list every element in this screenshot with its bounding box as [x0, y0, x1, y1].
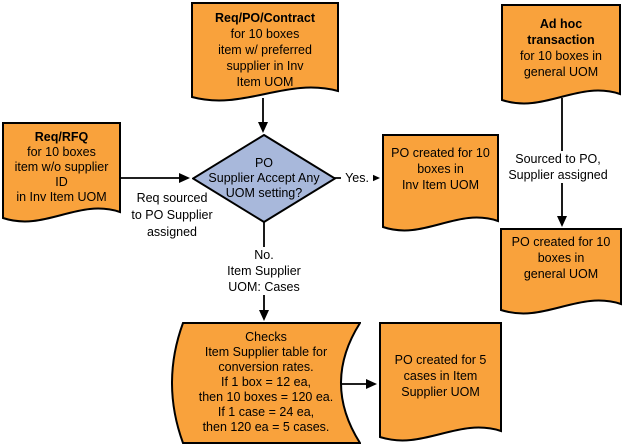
document-shape: [501, 4, 621, 105]
node-ad-hoc-transaction: Ad hoc transaction for 10 boxes in gener…: [501, 4, 621, 108]
node-title: Req/RFQ: [34, 130, 89, 144]
label-req-sourced: Req sourced to PO Supplier assigned: [131, 191, 213, 239]
node-req-rfq: Req/RFQ for 10 boxes item w/o supplier I…: [2, 122, 121, 226]
node-title: Req/PO/Contract: [214, 11, 315, 25]
node-body: PO created for 10 boxes in general UOM: [511, 235, 611, 281]
document-shape: [191, 2, 339, 102]
document-shape: [379, 322, 502, 442]
node-body: PO created for 10 boxes in Inv Item UOM: [391, 146, 490, 192]
node-checks-conversion: Checks Item Supplier table for conversio…: [171, 322, 361, 444]
node-body: for 10 boxes item w/o supplier ID in Inv…: [14, 145, 109, 204]
node-decision-uom-setting: PO Supplier Accept Any UOM setting?: [192, 134, 336, 223]
arrowhead-adhoc-to-po: [557, 216, 567, 227]
arrowhead-decision-no: [259, 310, 269, 321]
node-po-created-inv-uom: PO created for 10 boxes in Inv Item UOM: [382, 134, 499, 235]
document-shape: [382, 134, 499, 232]
arrowhead-checks-to-po: [366, 379, 377, 389]
node-po-created-general-uom: PO created for 10 boxes in general UOM: [500, 228, 622, 318]
arrowhead-rfq-to-decision: [179, 173, 190, 183]
node-body: for 10 boxes in general UOM: [520, 49, 602, 79]
decision-diamond-shape: [192, 134, 336, 223]
node-body: for 10 boxes item w/ preferred supplier …: [218, 27, 312, 89]
label-no: No. Item Supplier UOM: Cases: [207, 247, 321, 295]
node-po-created-supplier-uom: PO created for 5 cases in Item Supplier …: [379, 322, 502, 445]
stored-data-shape: [171, 322, 361, 444]
label-sourced-po: Sourced to PO, Supplier assigned: [503, 151, 613, 183]
label-yes: Yes.: [341, 170, 373, 186]
node-body: PO created for 5 cases in Item Supplier …: [394, 353, 487, 399]
node-body: Checks Item Supplier table for conversio…: [198, 330, 334, 434]
document-shape: [500, 228, 622, 315]
node-title: Ad hoc transaction: [527, 17, 595, 47]
node-req-po-contract: Req/PO/Contract for 10 boxes item w/ pre…: [191, 2, 339, 105]
document-shape: [2, 122, 121, 223]
node-body: PO Supplier Accept Any UOM setting?: [208, 156, 320, 200]
arrowhead-contract-to-decision: [258, 122, 268, 133]
